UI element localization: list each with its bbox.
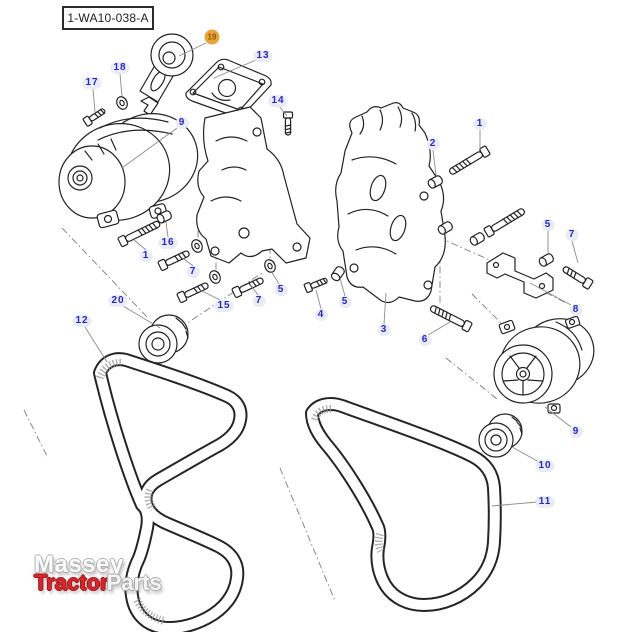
diagram-reference-label: 1-WA10-038-A — [62, 6, 154, 30]
callout-7[interactable]: 7 — [252, 295, 266, 307]
callout-18[interactable]: 18 — [110, 62, 130, 74]
logo-second-line: TractorParts — [34, 572, 162, 594]
callout-10[interactable]: 10 — [535, 460, 555, 472]
callout-5[interactable]: 5 — [541, 219, 555, 231]
callout-1[interactable]: 1 — [139, 250, 153, 262]
diagram-reference-text: 1-WA10-038-A — [67, 11, 149, 25]
right-bracket-drawing — [335, 102, 446, 304]
logo-tractor-text: Tractor — [34, 570, 109, 595]
leader-lines — [84, 42, 579, 507]
logo-massey-text: Massey — [34, 551, 124, 578]
callout-5[interactable]: 5 — [338, 296, 352, 308]
right-alternator-drawing — [493, 315, 595, 414]
callout-1[interactable]: 1 — [473, 118, 487, 130]
callout-2[interactable]: 2 — [426, 138, 440, 150]
callout-13[interactable]: 13 — [253, 50, 273, 62]
callout-17[interactable]: 17 — [82, 77, 102, 89]
idler-pulley-drawing — [138, 314, 189, 364]
left-alternator-drawing — [58, 113, 199, 229]
callout-15[interactable]: 15 — [214, 300, 234, 312]
callout-6[interactable]: 6 — [418, 334, 432, 346]
massey-tractor-parts-logo: Massey TractorParts — [34, 551, 162, 594]
belt-right-drawing — [305, 397, 502, 612]
callout-3[interactable]: 3 — [377, 324, 391, 336]
callout-7[interactable]: 7 — [565, 229, 579, 241]
callout-20[interactable]: 20 — [108, 295, 128, 307]
callout-7[interactable]: 7 — [186, 266, 200, 278]
callout-9[interactable]: 9 — [175, 117, 189, 129]
callout-5[interactable]: 5 — [274, 284, 288, 296]
callout-11[interactable]: 11 — [535, 496, 555, 508]
top-plate-drawing — [185, 58, 272, 118]
callout-4[interactable]: 4 — [314, 309, 328, 321]
tensioner-drawing — [139, 33, 194, 116]
pulley-drawing — [478, 413, 523, 458]
callout-9[interactable]: 9 — [569, 426, 583, 438]
logo-parts-text: Parts — [106, 570, 162, 595]
callout-19-highlighted[interactable]: 19 — [204, 29, 220, 45]
callout-12[interactable]: 12 — [72, 315, 92, 327]
callout-14[interactable]: 14 — [268, 95, 288, 107]
callout-8[interactable]: 8 — [569, 304, 583, 316]
main-bracket-drawing — [196, 106, 311, 264]
callout-16[interactable]: 16 — [158, 237, 178, 249]
belt-left-drawing — [93, 352, 248, 632]
